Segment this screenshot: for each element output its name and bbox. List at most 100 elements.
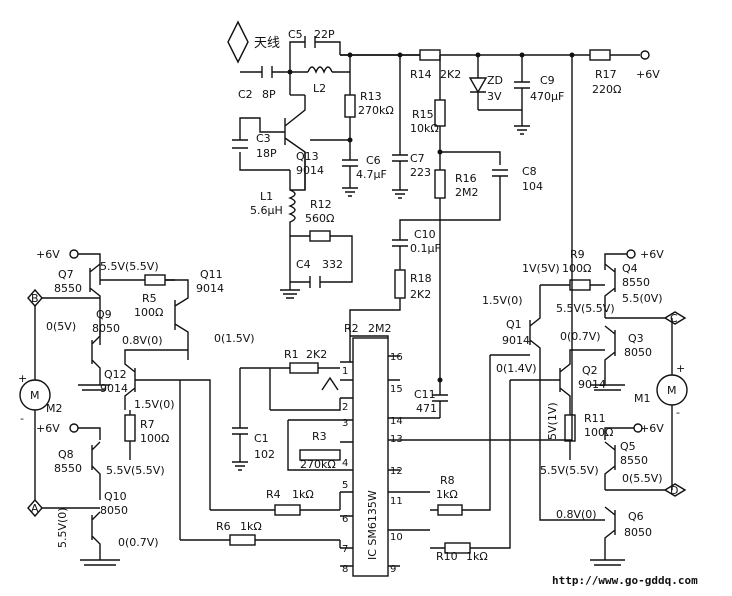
c7-capacitor [392, 90, 408, 190]
q5-value: 8550 [620, 454, 648, 467]
c4-capacitor [309, 276, 321, 288]
r13-value: 270kΩ [358, 104, 394, 117]
c6-capacitor [342, 140, 358, 188]
m1-minus: - [676, 406, 680, 419]
r14-value: 2K2 [440, 68, 461, 81]
q2-voltage: 0(1.4V) [496, 362, 537, 375]
r4-ref: R4 [266, 488, 281, 501]
c5-capacitor [304, 36, 316, 48]
c9-ref: C9 [540, 74, 555, 87]
q2-ref: Q2 [582, 364, 598, 377]
r16-value: 2M2 [455, 186, 479, 199]
pin-9: 9 [390, 564, 396, 575]
m2-symbol: M [30, 389, 40, 402]
c11-capacitor [432, 380, 448, 418]
q7-transistor [89, 263, 101, 330]
c8-value: 104 [522, 180, 543, 193]
r5-resistor [144, 274, 166, 286]
pin-16: 16 [390, 352, 403, 363]
q10-value: 8050 [100, 504, 128, 517]
r10-value: 1kΩ [466, 550, 488, 563]
r4-value: 1kΩ [292, 488, 314, 501]
q8-value: 8550 [54, 462, 82, 475]
r6-resistor [229, 534, 256, 546]
antenna-label: 天线 [254, 36, 280, 51]
terminal-c-label: C [670, 312, 678, 325]
q13-value: 9014 [296, 164, 324, 177]
c10-value: 0.1μF [410, 242, 441, 255]
q5-voltage-r: 0(5.5V) [622, 472, 663, 485]
r10-resistor [444, 542, 471, 554]
q5-transistor [604, 441, 616, 490]
pin-5: 5 [342, 480, 348, 491]
r14-ref: R14 [410, 68, 432, 81]
q6-value: 8050 [624, 526, 652, 539]
c9-value: 470μF [530, 90, 564, 103]
m1-ref: M1 [634, 392, 651, 405]
r11-value: 100Ω [584, 426, 613, 439]
c11-ref: C11 [414, 388, 436, 401]
q9-value: 8050 [92, 322, 120, 335]
m2-ref: M2 [46, 402, 63, 415]
r1-ref: R1 [284, 348, 299, 361]
q5-supply-label: +6V [640, 422, 664, 435]
q1-voltage: 1.5V(0) [482, 294, 523, 307]
q6-ref: Q6 [628, 510, 644, 523]
q12-value: 9014 [100, 382, 128, 395]
q3-voltage: 0(0.7V) [560, 330, 601, 343]
r3-resistor [299, 449, 341, 461]
r16-ref: R16 [455, 172, 477, 185]
pin-13: 13 [390, 434, 403, 445]
r5-ref: R5 [142, 292, 157, 305]
r2-value: 2M2 [368, 322, 392, 335]
r6-ref: R6 [216, 520, 231, 533]
q12-ref: Q12 [104, 368, 127, 381]
motor-m1 [656, 374, 688, 406]
l2-inductor [307, 66, 333, 74]
m1-plus: + [676, 362, 685, 375]
r18-resistor [394, 269, 406, 299]
r7-resistor [124, 414, 136, 442]
zd-zener-diode [468, 55, 488, 110]
supply-terminal [640, 50, 650, 60]
c6-value: 4.7μF [356, 168, 387, 181]
terminal-c [605, 311, 687, 325]
c3-value: 18P [256, 147, 277, 160]
c8-ref: C8 [522, 165, 537, 178]
pin-14: 14 [390, 416, 403, 427]
q8-voltage: 5.5V(5.5V) [106, 464, 165, 477]
motor-m2 [19, 379, 51, 411]
c10-capacitor [392, 239, 408, 270]
c4-ref: C4 [296, 258, 311, 271]
c1-ref: C1 [254, 432, 269, 445]
r7-value: 100Ω [140, 432, 169, 445]
r13-resistor [344, 94, 356, 118]
r9-resistor [569, 279, 591, 291]
pin-2: 2 [342, 402, 348, 413]
c5-value: 22P [314, 28, 335, 41]
c7-ref: C7 [410, 152, 425, 165]
q4-voltage: 5.5V(5.5V) [556, 302, 615, 315]
terminal-d [605, 483, 687, 497]
c1-value: 102 [254, 448, 275, 461]
q7-voltage: 5.5V(5.5V) [100, 260, 159, 273]
pin-10: 10 [390, 532, 403, 543]
r15-value: 10kΩ [410, 122, 439, 135]
l2-ref: L2 [313, 82, 326, 95]
m2-plus: + [18, 372, 27, 385]
q1-value: 9014 [502, 334, 530, 347]
q8-supply-label: +6V [36, 422, 60, 435]
r11-voltage: 5V(1V) [546, 402, 559, 440]
q5-voltage: 5.5V(5.5V) [540, 464, 599, 477]
right-supply-label: +6V [640, 248, 664, 261]
r12-value: 560Ω [305, 212, 334, 225]
r16-resistor [434, 169, 446, 199]
pin-3: 3 [342, 418, 348, 429]
pin-6: 6 [342, 514, 348, 525]
q9-voltage: 0(5V) [46, 320, 76, 333]
q3-transistor [604, 325, 616, 385]
terminal-b-label: B [31, 292, 39, 305]
c11-value: 471 [416, 402, 437, 415]
q1-ref: Q1 [506, 318, 522, 331]
